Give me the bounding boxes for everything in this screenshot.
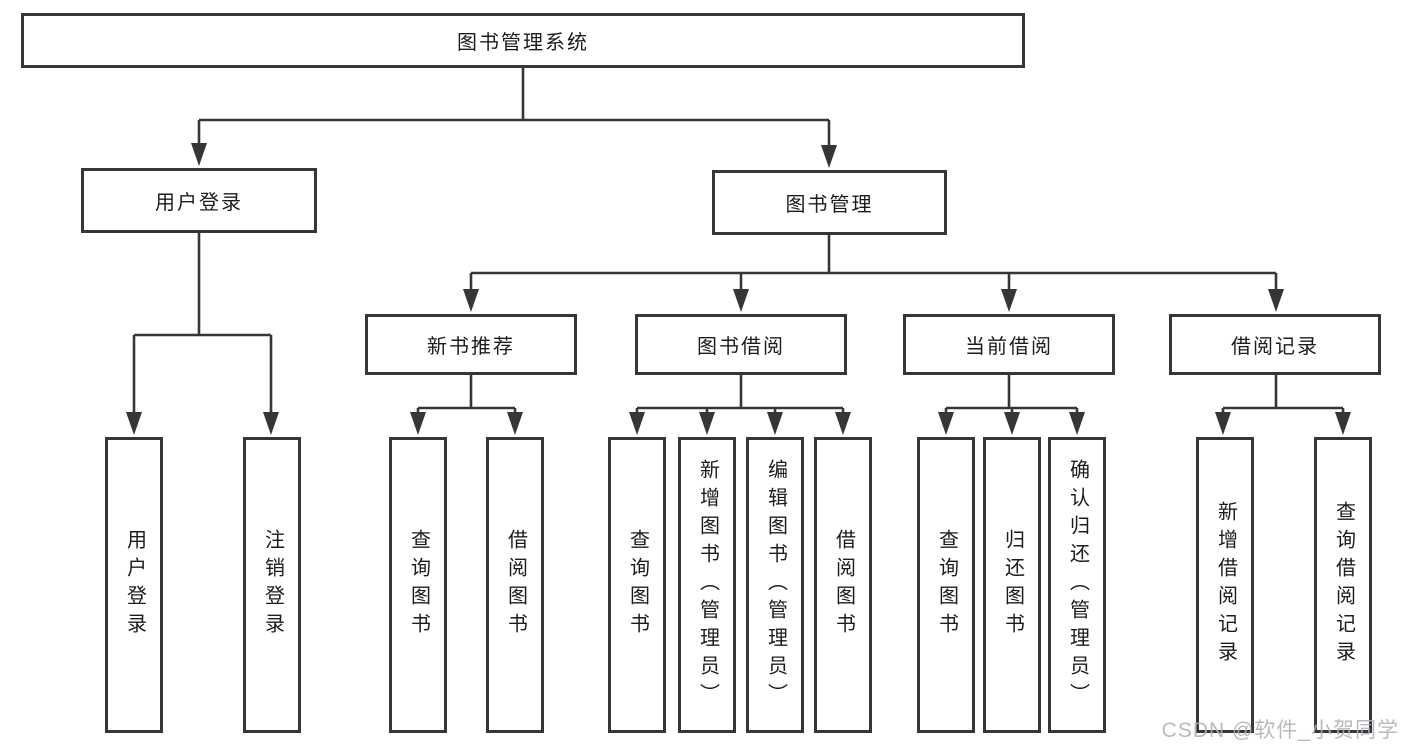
arrowhead-down-icon	[821, 145, 837, 168]
node-label: 新书推荐	[427, 336, 515, 358]
node-label: 注销登录	[261, 529, 284, 641]
arrowhead-down-icon	[263, 412, 279, 435]
node-label: 图书借阅	[697, 336, 785, 358]
arrowhead-down-icon	[410, 412, 426, 435]
node-label: 用户登录	[123, 529, 146, 641]
node-label: 编辑图书（管理员）	[764, 459, 787, 711]
node-leaf-borrow-books-1: 借阅图书	[486, 437, 544, 733]
watermark: CSDN @软件_小贺同学	[1161, 719, 1399, 742]
node-leaf-logout: 注销登录	[243, 437, 301, 733]
node-leaf-return-books: 归还图书	[983, 437, 1041, 733]
arrowhead-down-icon	[629, 412, 645, 435]
node-borrowing-records: 借阅记录	[1169, 314, 1381, 375]
node-label: 借阅图书	[504, 529, 527, 641]
node-label: 借阅图书	[832, 529, 855, 641]
arrowhead-down-icon	[733, 289, 749, 312]
arrowhead-down-icon	[126, 412, 142, 435]
arrowhead-down-icon	[1335, 412, 1351, 435]
node-root: 图书管理系统	[21, 13, 1025, 68]
node-leaf-user-login: 用户登录	[105, 437, 163, 733]
node-label: 当前借阅	[965, 336, 1053, 358]
arrowhead-down-icon	[938, 412, 954, 435]
node-label: 查询图书	[407, 529, 430, 641]
node-label: 查询图书	[626, 529, 649, 641]
node-label: 查询图书	[935, 529, 958, 641]
arrowhead-down-icon	[1215, 412, 1231, 435]
arrowhead-down-icon	[463, 289, 479, 312]
node-leaf-add-borrow-record: 新增借阅记录	[1196, 437, 1254, 733]
node-label: 查询借阅记录	[1332, 501, 1355, 669]
node-leaf-edit-books-admin: 编辑图书（管理员）	[746, 437, 804, 733]
node-label: 用户登录	[155, 192, 243, 214]
arrowhead-down-icon	[1004, 412, 1020, 435]
node-label: 新增借阅记录	[1214, 501, 1237, 669]
arrowhead-down-icon	[191, 143, 207, 166]
node-leaf-add-books-admin: 新增图书（管理员）	[678, 437, 736, 733]
node-leaf-query-borrow-record: 查询借阅记录	[1314, 437, 1372, 733]
arrowhead-down-icon	[1069, 412, 1085, 435]
arrowhead-down-icon	[1001, 289, 1017, 312]
node-leaf-confirm-return-admin: 确认归还（管理员）	[1048, 437, 1106, 733]
node-new-book-recommend: 新书推荐	[365, 314, 577, 375]
node-leaf-query-books-3: 查询图书	[917, 437, 975, 733]
node-leaf-borrow-books-2: 借阅图书	[814, 437, 872, 733]
node-label: 确认归还（管理员）	[1066, 459, 1089, 711]
arrowhead-down-icon	[835, 412, 851, 435]
node-label: 图书管理	[785, 194, 874, 216]
node-leaf-query-books-1: 查询图书	[389, 437, 447, 733]
node-label: 图书管理系统	[457, 32, 589, 54]
node-label: 新增图书（管理员）	[696, 459, 719, 711]
arrowhead-down-icon	[507, 412, 523, 435]
node-leaf-query-books-2: 查询图书	[608, 437, 666, 733]
arrowhead-down-icon	[767, 412, 783, 435]
node-user-login: 用户登录	[81, 168, 317, 233]
arrowhead-down-icon	[699, 412, 715, 435]
node-current-borrowing: 当前借阅	[903, 314, 1115, 375]
node-label: 归还图书	[1001, 529, 1024, 641]
node-label: 借阅记录	[1231, 336, 1319, 358]
arrowhead-down-icon	[1268, 289, 1284, 312]
node-book-borrowing: 图书借阅	[635, 314, 847, 375]
node-book-management: 图书管理	[712, 170, 947, 235]
